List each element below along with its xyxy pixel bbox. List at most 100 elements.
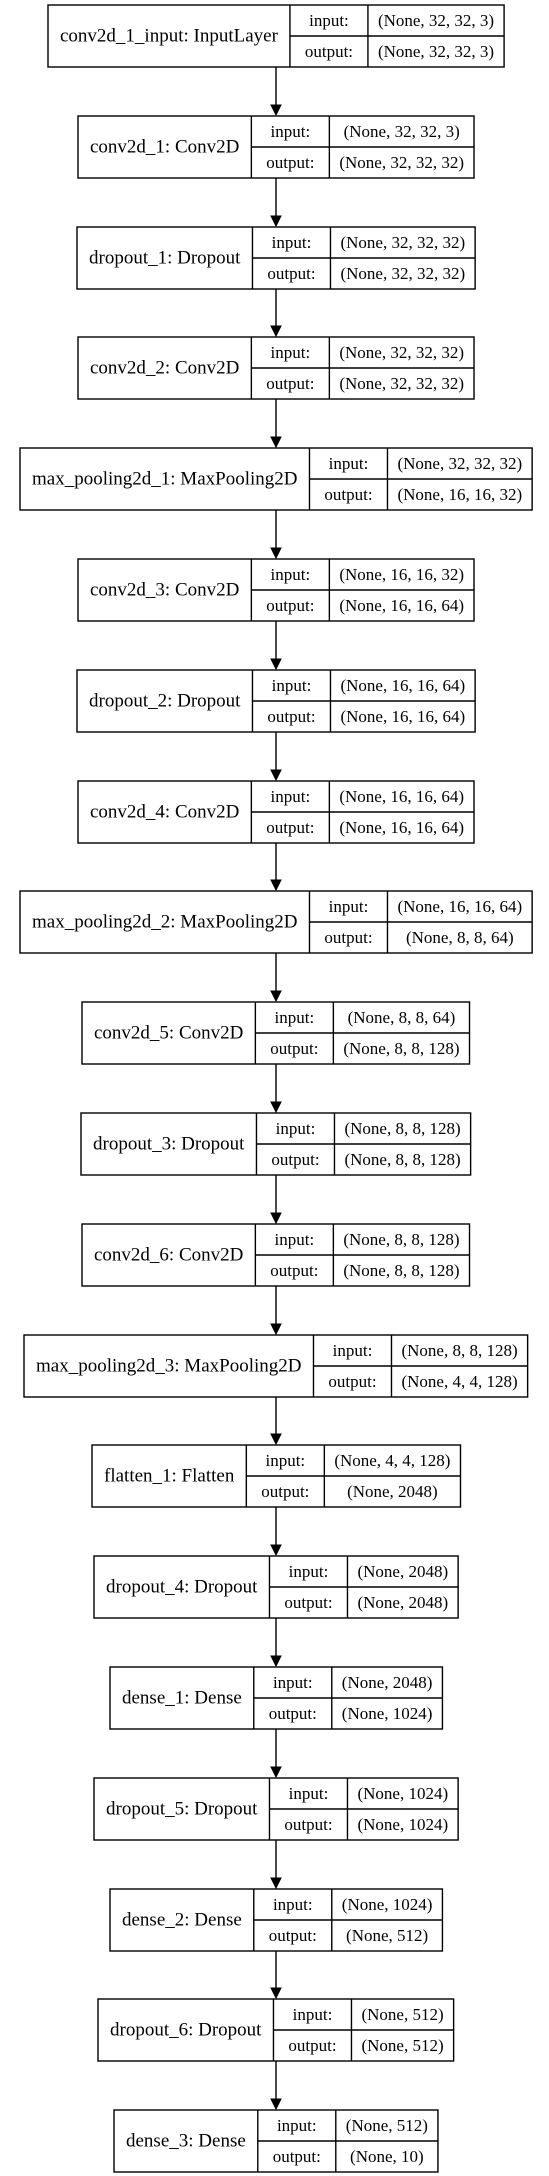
output-label: output: — [261, 1482, 309, 1501]
output-shape: (None, 16, 16, 32) — [397, 485, 522, 504]
output-shape: (None, 512) — [361, 2036, 443, 2055]
input-shape: (None, 16, 16, 64) — [339, 787, 464, 806]
input-label: input: — [329, 454, 369, 473]
output-shape: (None, 8, 8, 128) — [343, 1039, 459, 1058]
output-shape: (None, 32, 32, 3) — [378, 42, 494, 61]
input-label: input: — [273, 1895, 313, 1914]
input-label: input: — [271, 787, 311, 806]
output-label: output: — [288, 2036, 336, 2055]
layer-node: conv2d_1_input: InputLayerinput:output:(… — [47, 4, 505, 68]
output-label: output: — [305, 42, 353, 61]
input-label: input: — [277, 2116, 317, 2135]
layer-node: flatten_1: Flatten input: output: (None, 4,… — [91, 1444, 462, 1508]
layer-name: dense_3: Dense — [126, 2131, 246, 2152]
input-label: input: — [271, 122, 311, 141]
arrow-head-icon — [270, 769, 282, 782]
output-label: output: — [266, 374, 314, 393]
output-label: output: — [267, 707, 315, 726]
input-shape: (None, 512) — [346, 2116, 428, 2135]
layer-name: dropout_4: Dropout — [106, 1577, 258, 1598]
arrow-head-icon — [270, 1433, 282, 1446]
input-label: input: — [275, 1230, 315, 1249]
layer-name: conv2d_5: Conv2D — [94, 1023, 243, 1044]
input-shape: (None, 8, 8, 128) — [343, 1230, 459, 1249]
input-shape: (None, 8, 8, 128) — [401, 1341, 517, 1360]
layer-name: max_pooling2d_2: MaxPooling2D — [32, 912, 297, 933]
input-shape: (None, 4, 4, 128) — [334, 1451, 450, 1470]
output-shape: (None, 8, 8, 128) — [343, 1261, 459, 1280]
arrow-head-icon — [270, 325, 282, 338]
output-shape: (None, 4, 4, 128) — [401, 1372, 517, 1391]
layer-node: max_pooling2d_1: MaxPooling2Dinput:outpu… — [19, 447, 533, 511]
layer-name: dropout_1: Dropout — [89, 248, 241, 269]
input-shape: (None, 8, 8, 128) — [344, 1119, 460, 1138]
output-shape: (None, 16, 16, 64) — [339, 596, 464, 615]
input-shape: (None, 1024) — [357, 1784, 448, 1803]
arrow-head-icon — [270, 1212, 282, 1225]
input-label: input: — [289, 1784, 329, 1803]
output-shape: (None, 2048) — [357, 1593, 448, 1612]
input-shape: (None, 32, 32, 3) — [344, 122, 460, 141]
input-shape: (None, 32, 32, 32) — [340, 233, 465, 252]
output-shape: (None, 32, 32, 32) — [340, 264, 465, 283]
arrow-head-icon — [270, 1323, 282, 1336]
output-shape: (None, 2048) — [347, 1482, 438, 1501]
input-shape: (None, 16, 16, 64) — [340, 676, 465, 695]
input-shape: (None, 16, 16, 64) — [397, 897, 522, 916]
output-label: output: — [266, 153, 314, 172]
output-label: output: — [270, 1261, 318, 1280]
arrow-head-icon — [270, 104, 282, 117]
output-shape: (None, 16, 16, 64) — [340, 707, 465, 726]
output-shape: (None, 16, 16, 64) — [339, 818, 464, 837]
nodes: conv2d_1_input: InputLayerinput:output:(… — [19, 4, 533, 2173]
output-shape: (None, 1024) — [357, 1815, 448, 1834]
layer-name: conv2d_6: Conv2D — [94, 1245, 243, 1266]
arrow-head-icon — [270, 1544, 282, 1557]
output-shape: (None, 8, 8, 64) — [406, 928, 514, 947]
output-shape: (None, 8, 8, 128) — [344, 1150, 460, 1169]
input-shape: (None, 16, 16, 32) — [339, 565, 464, 584]
input-label: input: — [273, 1673, 313, 1692]
output-shape: (None, 32, 32, 32) — [339, 153, 464, 172]
edges — [270, 67, 282, 2111]
arrow-head-icon — [270, 1987, 282, 2000]
layer-name: max_pooling2d_3: MaxPooling2D — [36, 1356, 301, 1377]
output-label: output: — [324, 928, 372, 947]
input-label: input: — [309, 11, 349, 30]
output-label: output: — [271, 1150, 319, 1169]
input-label: input: — [276, 1119, 316, 1138]
layer-name: flatten_1: Flatten — [104, 1466, 235, 1487]
input-shape: (None, 512) — [361, 2005, 443, 2024]
layer-node: conv2d_6: Conv2D input: output: (None, 8, 8… — [81, 1223, 471, 1287]
layer-node: max_pooling2d_2: MaxPooling2Dinput:outpu… — [19, 890, 533, 954]
output-shape: (None, 512) — [346, 1926, 428, 1945]
output-label: output: — [284, 1593, 332, 1612]
input-label: input: — [265, 1451, 305, 1470]
output-label: output: — [328, 1372, 376, 1391]
arrow-head-icon — [270, 215, 282, 228]
arrow-head-icon — [270, 2098, 282, 2111]
input-label: input: — [275, 1008, 315, 1027]
layer-name: conv2d_2: Conv2D — [90, 358, 239, 379]
output-shape: (None, 32, 32, 32) — [339, 374, 464, 393]
output-label: output: — [269, 1926, 317, 1945]
input-label: input: — [293, 2005, 333, 2024]
layer-name: dense_2: Dense — [122, 1910, 242, 1931]
input-label: input: — [272, 233, 312, 252]
arrow-head-icon — [270, 879, 282, 892]
layer-name: dropout_5: Dropout — [106, 1799, 258, 1820]
layer-name: conv2d_3: Conv2D — [90, 580, 239, 601]
input-shape: (None, 2048) — [342, 1673, 433, 1692]
input-label: input: — [272, 676, 312, 695]
input-shape: (None, 32, 32, 3) — [378, 11, 494, 30]
input-shape: (None, 32, 32, 32) — [397, 454, 522, 473]
